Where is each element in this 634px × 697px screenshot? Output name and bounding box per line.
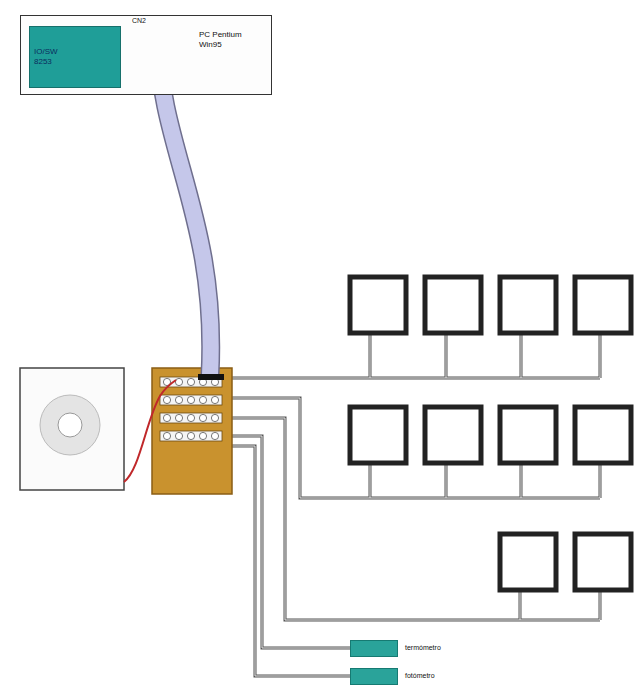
connector-label: CN2 (131, 17, 147, 24)
io-card: IO/SW 8253 (29, 26, 121, 88)
node-text: fotómetro (405, 672, 435, 679)
wire-highlight (232, 333, 600, 676)
ribbon-connector (198, 374, 224, 380)
speaker-center (58, 413, 82, 437)
lamp-squares (350, 277, 631, 590)
node-text: termómetro (405, 644, 441, 651)
node-text: PC Pentium Win95 (199, 30, 247, 50)
sensor-box: fotómetro (350, 668, 398, 685)
node-text: IO/SW 8253 (34, 47, 74, 67)
speaker-cone (40, 395, 100, 455)
sensor-box: termómetro (350, 640, 398, 657)
red-wire (124, 380, 176, 482)
speaker-box (20, 368, 124, 490)
interface-board (152, 368, 232, 494)
wire-bundle (232, 333, 600, 676)
pc-box: PC Pentium Win95IO/SW 8253 (20, 15, 272, 95)
terminal-blocks (160, 377, 222, 441)
